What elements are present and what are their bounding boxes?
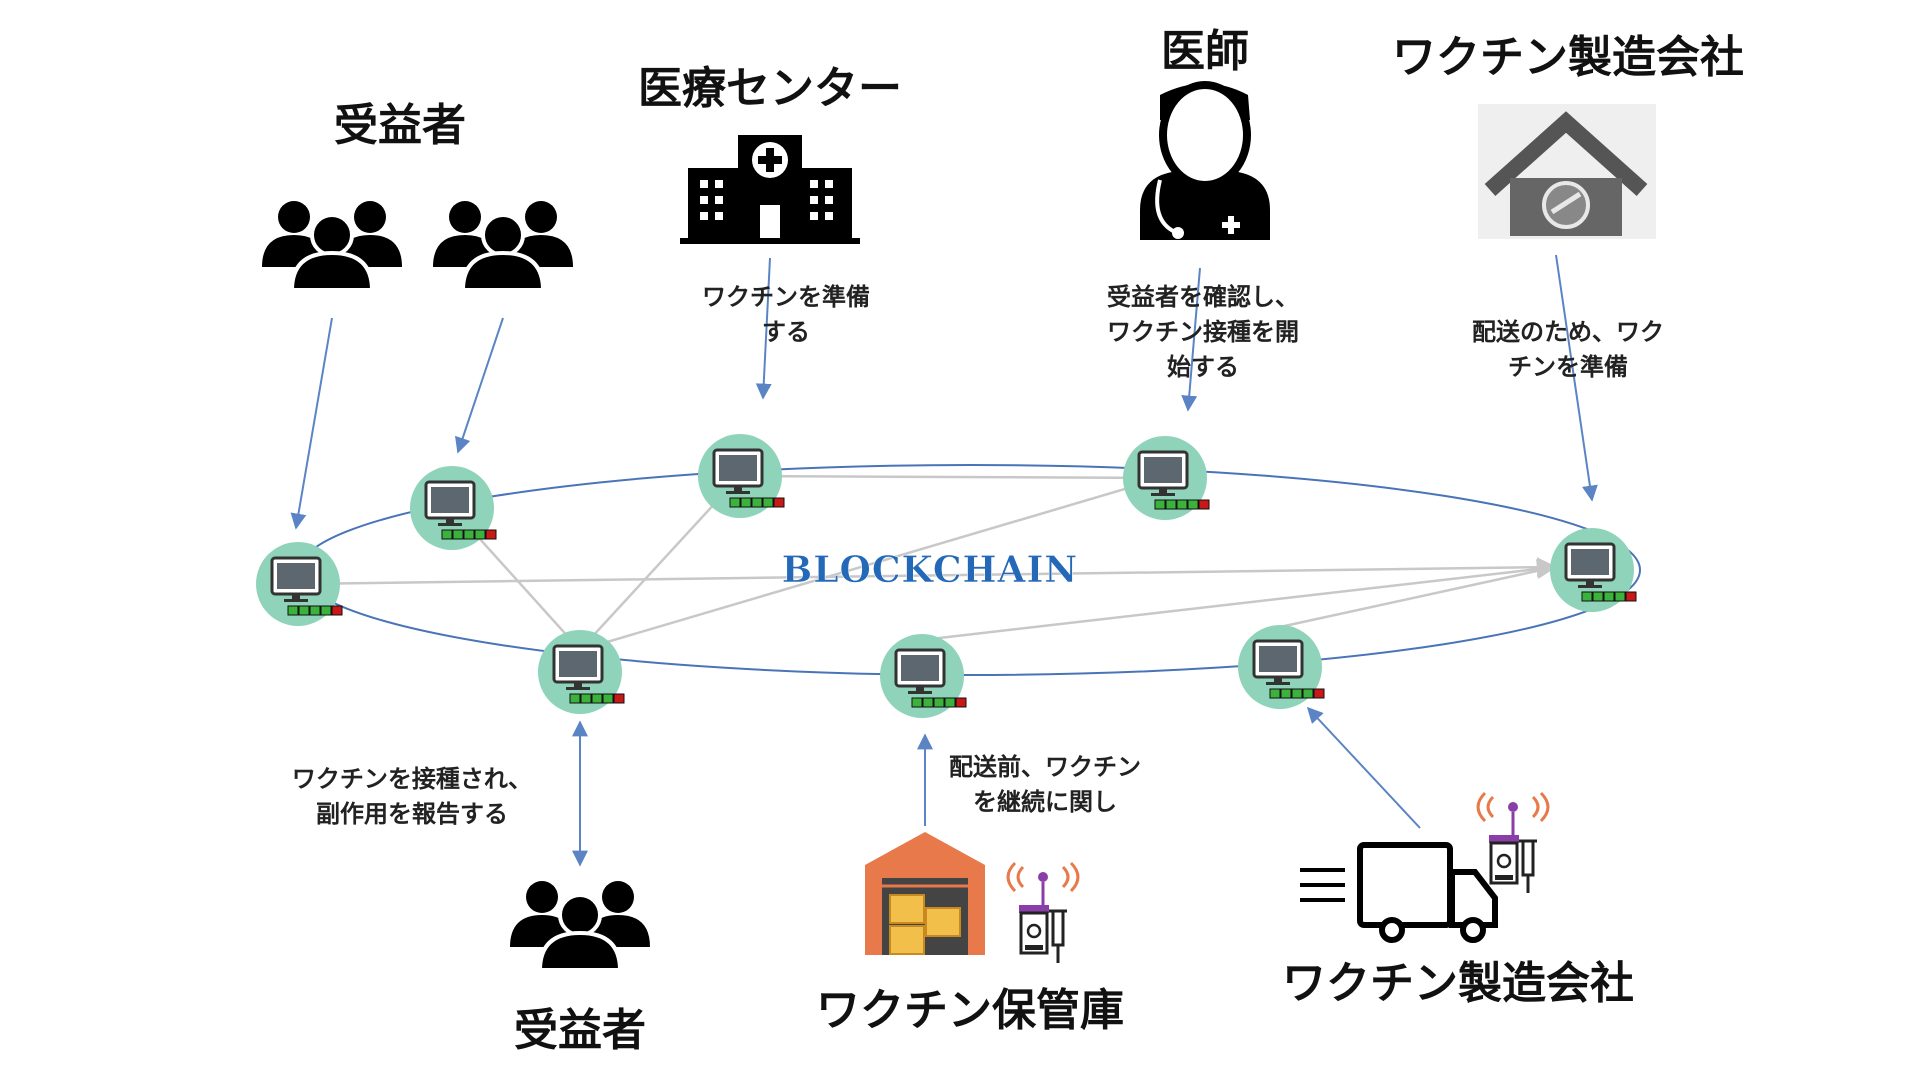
svg-text:チンを準備: チンを準備 xyxy=(1508,353,1628,381)
hospital-icon xyxy=(680,135,860,244)
actor-beneficiary-bottom: 受益者 xyxy=(514,1005,646,1056)
computer-node-icon xyxy=(878,632,968,720)
actor-doctor: 医師 xyxy=(1161,26,1249,77)
beneficiary-bottom-action: ワクチンを接種され、 副作用を報告する xyxy=(292,765,532,828)
actor-beneficiaries-top: 受益者 xyxy=(334,100,466,151)
medical-center-action: ワクチンを準備 する xyxy=(702,283,870,346)
doctor-action: 受益者を確認し、 ワクチン接種を開 始する xyxy=(1107,283,1299,381)
people-group-icon xyxy=(431,199,575,292)
actor-medical-center: 医療センター xyxy=(638,63,902,114)
computer-node-icon xyxy=(696,432,786,520)
computer-node-icon xyxy=(1236,623,1326,711)
people-group-icon xyxy=(508,879,652,972)
manufacturer-top-action: 配送のため、ワク チンを準備 xyxy=(1472,318,1664,381)
computer-node-icon xyxy=(408,464,498,552)
actor-manufacturer-bottom: ワクチン製造会社 xyxy=(1282,958,1634,1009)
svg-text:配送前、ワクチン: 配送前、ワクチン xyxy=(949,753,1141,781)
computer-node-icon xyxy=(1548,526,1638,614)
svg-text:ワクチンを接種され、: ワクチンを接種され、 xyxy=(292,765,532,793)
svg-text:する: する xyxy=(762,318,810,346)
computer-node-icon xyxy=(1121,434,1211,522)
iot-vaccine-sensor-icon xyxy=(1476,791,1550,895)
svg-text:受益者を確認し、: 受益者を確認し、 xyxy=(1107,283,1299,311)
actor-vaccine-storage: ワクチン保管庫 xyxy=(816,985,1124,1036)
iot-vaccine-sensor-icon xyxy=(1006,861,1080,965)
svg-text:配送のため、ワク: 配送のため、ワク xyxy=(1472,318,1664,346)
actor-manufacturer-top: ワクチン製造会社 xyxy=(1392,32,1744,83)
computer-node-icon xyxy=(536,628,626,716)
vaccine-storage-action: 配送前、ワクチン を継続に関し xyxy=(949,753,1141,816)
warehouse-icon xyxy=(865,832,985,955)
computer-node-icon xyxy=(254,540,344,628)
people-group-icon xyxy=(260,199,404,292)
svg-text:始する: 始する xyxy=(1167,353,1239,381)
blockchain-label: BLOCKCHAIN xyxy=(782,549,1078,591)
svg-text:を継続に関し: を継続に関し xyxy=(973,788,1117,816)
flow-arrows xyxy=(290,254,1598,867)
svg-text:ワクチンを準備: ワクチンを準備 xyxy=(702,283,870,311)
svg-text:副作用を報告する: 副作用を報告する xyxy=(316,800,508,828)
delivery-truck-icon xyxy=(1300,842,1498,943)
doctor-icon xyxy=(1140,81,1270,240)
svg-text:ワクチン接種を開: ワクチン接種を開 xyxy=(1107,318,1299,346)
vaccine-factory-icon xyxy=(1478,104,1656,239)
